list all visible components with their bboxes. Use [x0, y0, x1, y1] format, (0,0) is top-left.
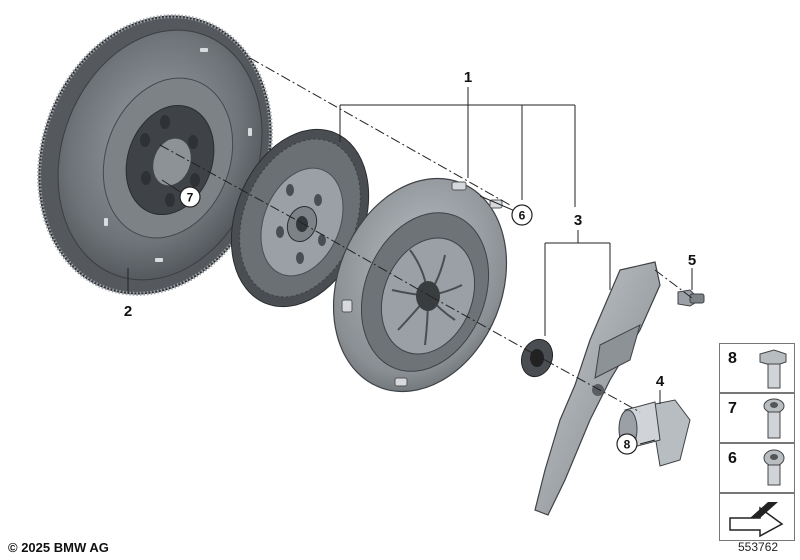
legend-row-socket-bolt-short: 6	[719, 443, 795, 493]
callout-5: 5	[688, 252, 696, 269]
callout-6: 6	[519, 209, 526, 223]
socket-head-bolt-icon	[763, 398, 785, 439]
fastener-legend: 8 7 6	[719, 343, 795, 545]
legend-row-socket-bolt: 7	[719, 393, 795, 443]
dual-mass-flywheel	[37, 14, 273, 296]
hex-bolt-icon	[759, 349, 787, 389]
callout-6-circle: 6	[511, 204, 533, 226]
arrow-icon	[729, 502, 784, 538]
callout-8: 8	[624, 438, 631, 452]
clutch-disc	[230, 128, 370, 308]
legend-label: 7	[728, 400, 737, 417]
document-number: 553762	[738, 540, 779, 554]
callout-7: 7	[187, 191, 194, 205]
copyright-text: © 2025 BMW AG	[8, 540, 109, 555]
callout-7-circle: 7	[179, 186, 201, 208]
leader-lines	[127, 87, 693, 445]
callout-2: 2	[124, 303, 132, 320]
callout-1: 1	[464, 69, 472, 86]
legend-label: 6	[728, 450, 737, 467]
release-bearing	[520, 338, 554, 378]
callout-8-circle: 8	[616, 433, 638, 455]
callout-4: 4	[656, 373, 665, 390]
navigation-arrow-box[interactable]	[719, 493, 795, 541]
clutch-pressure-plate	[332, 177, 508, 393]
guide-sleeve	[618, 399, 691, 467]
callout-3: 3	[574, 212, 582, 229]
legend-row-hex-bolt: 8	[719, 343, 795, 393]
socket-head-bolt-short-icon	[763, 449, 785, 486]
legend-label: 8	[728, 350, 737, 367]
centerlines	[159, 57, 693, 413]
pivot-bolt	[677, 289, 705, 307]
